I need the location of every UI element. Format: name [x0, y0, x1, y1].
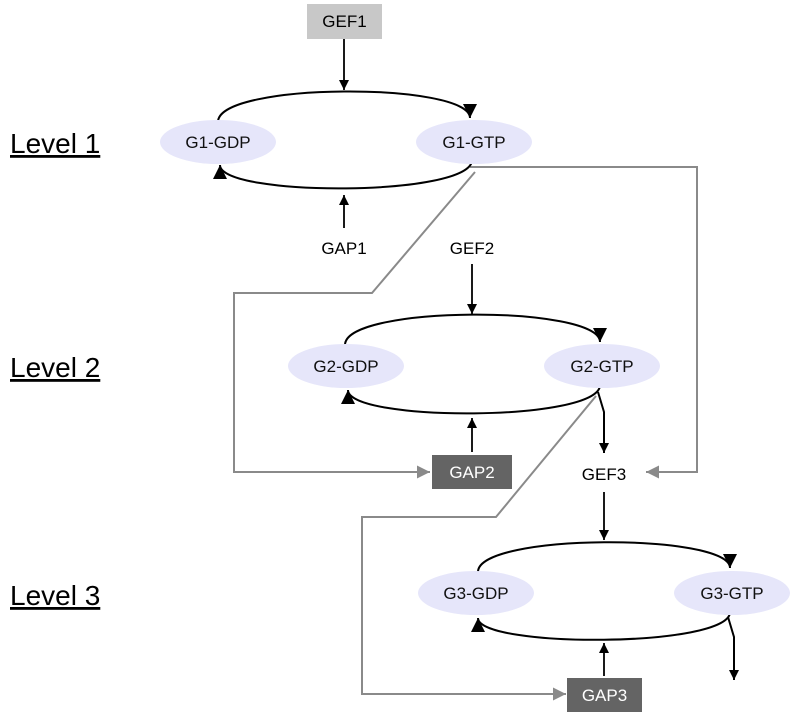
gap2-label: GAP2: [449, 463, 494, 482]
g1-inactivation-arc: [213, 159, 473, 190]
level-3-label: Level 3: [10, 580, 100, 611]
gef1-box: [307, 4, 382, 39]
g1-gtp-node: [416, 120, 532, 164]
g2gtp-to-gap3-connector: [361, 395, 597, 701]
g3-activation-arc: [477, 541, 737, 573]
g3-gtp-node: [674, 571, 790, 615]
gap1-label: GAP1: [321, 239, 366, 258]
g2-inactivation-arc: [341, 384, 601, 415]
gef1-label: GEF1: [322, 12, 366, 31]
gap3-label: GAP3: [582, 686, 627, 705]
gef2-label: GEF2: [450, 239, 494, 258]
g1-activation-arc: [217, 90, 477, 123]
g1gtp-to-gef3-connector: [470, 166, 698, 479]
gap3-box: [567, 678, 642, 712]
gef3-label: GEF3: [582, 465, 626, 484]
g3-inactivation-arc: [471, 611, 731, 641]
g2-gtp-label: G2-GTP: [570, 357, 633, 376]
g2-gtp-node: [544, 344, 660, 388]
g3gtp-output-arrow: [727, 616, 739, 680]
g3-gdp-node: [418, 571, 534, 615]
gap2-box: [432, 455, 512, 489]
g2-gdp-label: G2-GDP: [313, 357, 378, 376]
g3-gtp-label: G3-GTP: [700, 584, 763, 603]
g2-gdp-node: [288, 344, 404, 388]
level-1-label: Level 1: [10, 128, 100, 159]
g1-gdp-node: [160, 120, 276, 164]
g2gtp-to-gef3-arrow: [597, 391, 609, 453]
level-2-label: Level 2: [10, 352, 100, 383]
g1-gtp-label: G1-GTP: [442, 133, 505, 152]
g2-activation-arc: [344, 313, 607, 346]
g1-gdp-label: G1-GDP: [185, 133, 250, 152]
g1gtp-to-gap2-connector: [233, 171, 476, 479]
g3-gdp-label: G3-GDP: [443, 584, 508, 603]
